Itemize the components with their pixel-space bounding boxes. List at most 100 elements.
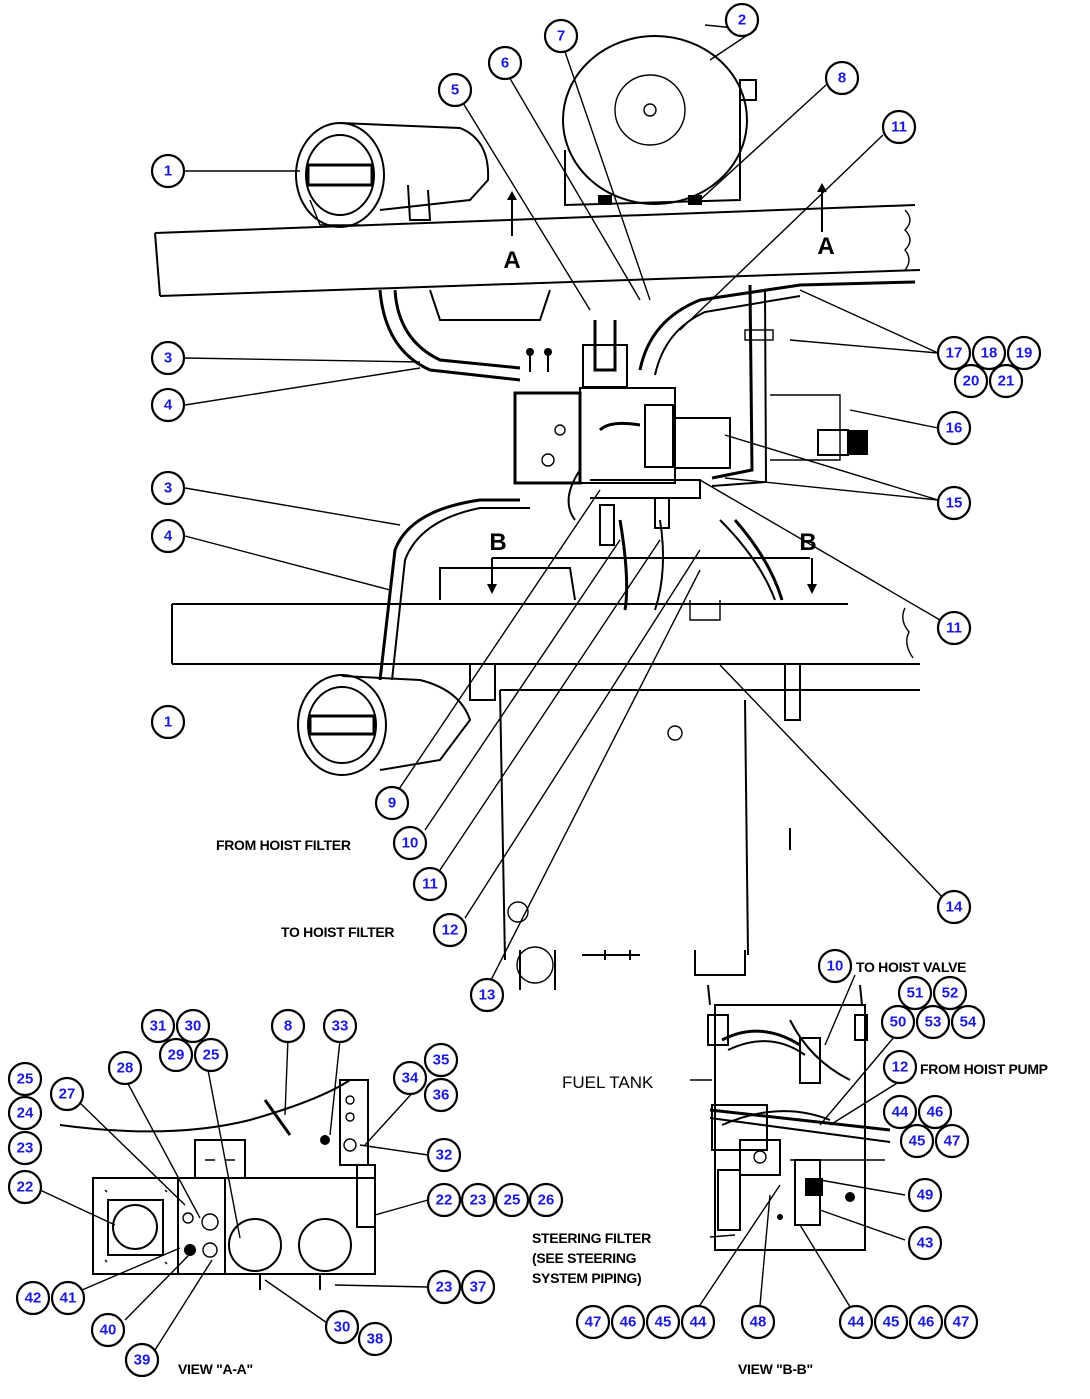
- svg-text:51: 51: [907, 985, 924, 1002]
- svg-text:4: 4: [164, 528, 173, 545]
- svg-text:1: 1: [164, 714, 172, 731]
- svg-text:9: 9: [388, 795, 396, 812]
- leader-lines-view-aa: [39, 1037, 429, 1351]
- callout-40: 40: [90, 1312, 126, 1348]
- callout-37: 37: [460, 1269, 496, 1305]
- callout-30-top: 30: [175, 1008, 211, 1044]
- round-tank-top: [562, 35, 757, 207]
- callout-48: 48: [740, 1304, 776, 1340]
- svg-text:38: 38: [367, 1331, 384, 1348]
- svg-text:3: 3: [164, 480, 172, 497]
- svg-text:8: 8: [284, 1018, 292, 1035]
- callout-13: 13: [469, 977, 505, 1013]
- callout-44-b: 44: [680, 1304, 716, 1340]
- svg-text:22: 22: [436, 1192, 453, 1209]
- svg-text:5: 5: [451, 82, 459, 99]
- callout-44-a: 44: [882, 1094, 918, 1130]
- callout-25-mid: 25: [193, 1037, 229, 1073]
- svg-text:35: 35: [433, 1052, 450, 1069]
- callout-49: 49: [907, 1177, 943, 1213]
- svg-text:40: 40: [100, 1322, 117, 1339]
- svg-text:34: 34: [402, 1070, 419, 1087]
- callout-10-main: 10: [392, 825, 428, 861]
- svg-text:46: 46: [918, 1314, 935, 1331]
- callout-1-upper: 1: [150, 153, 186, 189]
- callout-47-c: 47: [943, 1304, 979, 1340]
- svg-text:13: 13: [479, 987, 496, 1004]
- svg-text:23: 23: [17, 1140, 34, 1157]
- svg-text:47: 47: [953, 1314, 970, 1331]
- svg-text:31: 31: [150, 1018, 167, 1035]
- svg-text:44: 44: [848, 1314, 865, 1331]
- callout-23-left: 23: [7, 1130, 43, 1166]
- svg-text:23: 23: [436, 1279, 453, 1296]
- callout-12-view-bb: 12: [882, 1049, 918, 1085]
- callout-3-upper: 3: [150, 340, 186, 376]
- svg-text:45: 45: [883, 1314, 900, 1331]
- callout-44-c: 44: [838, 1304, 874, 1340]
- callout-45-b: 45: [645, 1304, 681, 1340]
- label-steering-filter-line1: STEERING FILTER: [532, 1230, 651, 1246]
- callout-30-bottom: 30: [324, 1309, 360, 1345]
- svg-text:25: 25: [203, 1047, 220, 1064]
- callout-15: 15: [936, 485, 972, 521]
- svg-text:22: 22: [17, 1179, 34, 1196]
- svg-text:39: 39: [134, 1352, 151, 1369]
- callout-27: 27: [49, 1076, 85, 1112]
- svg-text:53: 53: [925, 1014, 942, 1031]
- svg-text:15: 15: [946, 495, 963, 512]
- callout-54: 54: [950, 1004, 986, 1040]
- label-view-bb: VIEW "B-B": [738, 1361, 813, 1377]
- hoist-cylinder-lower: [297, 665, 801, 776]
- svg-text:47: 47: [944, 1133, 961, 1150]
- svg-text:37: 37: [470, 1279, 487, 1296]
- svg-text:49: 49: [917, 1187, 934, 1204]
- svg-text:7: 7: [557, 28, 565, 45]
- svg-text:33: 33: [332, 1018, 349, 1035]
- svg-text:10: 10: [402, 835, 419, 852]
- svg-text:28: 28: [117, 1060, 134, 1077]
- callout-45-c: 45: [873, 1304, 909, 1340]
- callout-8-view-aa: 8: [270, 1008, 306, 1044]
- svg-text:1: 1: [164, 163, 172, 180]
- callout-35: 35: [423, 1042, 459, 1078]
- callout-10-view-bb: 10: [817, 948, 853, 984]
- svg-text:6: 6: [501, 55, 509, 72]
- callout-23-bottom: 23: [426, 1269, 462, 1305]
- svg-text:30: 30: [334, 1319, 351, 1336]
- callout-39: 39: [124, 1342, 160, 1378]
- callout-23-right: 23: [460, 1182, 496, 1218]
- callout-29: 29: [158, 1037, 194, 1073]
- leader-lines-main: [184, 24, 946, 983]
- label-to-hoist-valve: TO HOIST VALVE: [856, 959, 966, 975]
- label-view-aa: VIEW "A-A": [178, 1361, 253, 1377]
- callout-46-b: 46: [610, 1304, 646, 1340]
- svg-text:29: 29: [168, 1047, 185, 1064]
- svg-text:24: 24: [17, 1105, 34, 1122]
- callout-1-lower: 1: [150, 704, 186, 740]
- svg-text:19: 19: [1016, 345, 1033, 362]
- svg-text:43: 43: [917, 1235, 934, 1252]
- callout-51: 51: [897, 975, 933, 1011]
- label-from-hoist-pump: FROM HOIST PUMP: [920, 1061, 1048, 1077]
- label-to-hoist-filter: TO HOIST FILTER: [281, 924, 394, 940]
- callout-7: 7: [543, 18, 579, 54]
- section-b-marker-left: B: [489, 529, 506, 556]
- label-from-hoist-filter: FROM HOIST FILTER: [216, 837, 351, 853]
- svg-text:25: 25: [504, 1192, 521, 1209]
- svg-text:54: 54: [960, 1014, 977, 1031]
- callout-21: 21: [988, 363, 1024, 399]
- svg-text:41: 41: [60, 1290, 77, 1307]
- callout-45-a: 45: [899, 1123, 935, 1159]
- main-view-drawing: A A: [154, 35, 921, 990]
- svg-text:18: 18: [981, 345, 998, 362]
- svg-text:16: 16: [946, 420, 963, 437]
- callout-11-right: 11: [936, 610, 972, 646]
- callout-25-right: 25: [494, 1182, 530, 1218]
- callout-6: 6: [487, 45, 523, 81]
- svg-text:14: 14: [946, 899, 963, 916]
- callout-11-lower: 11: [412, 866, 448, 902]
- section-a-marker-left: A: [503, 247, 520, 274]
- svg-text:45: 45: [909, 1133, 926, 1150]
- hoist-cylinder-upper: [295, 122, 490, 228]
